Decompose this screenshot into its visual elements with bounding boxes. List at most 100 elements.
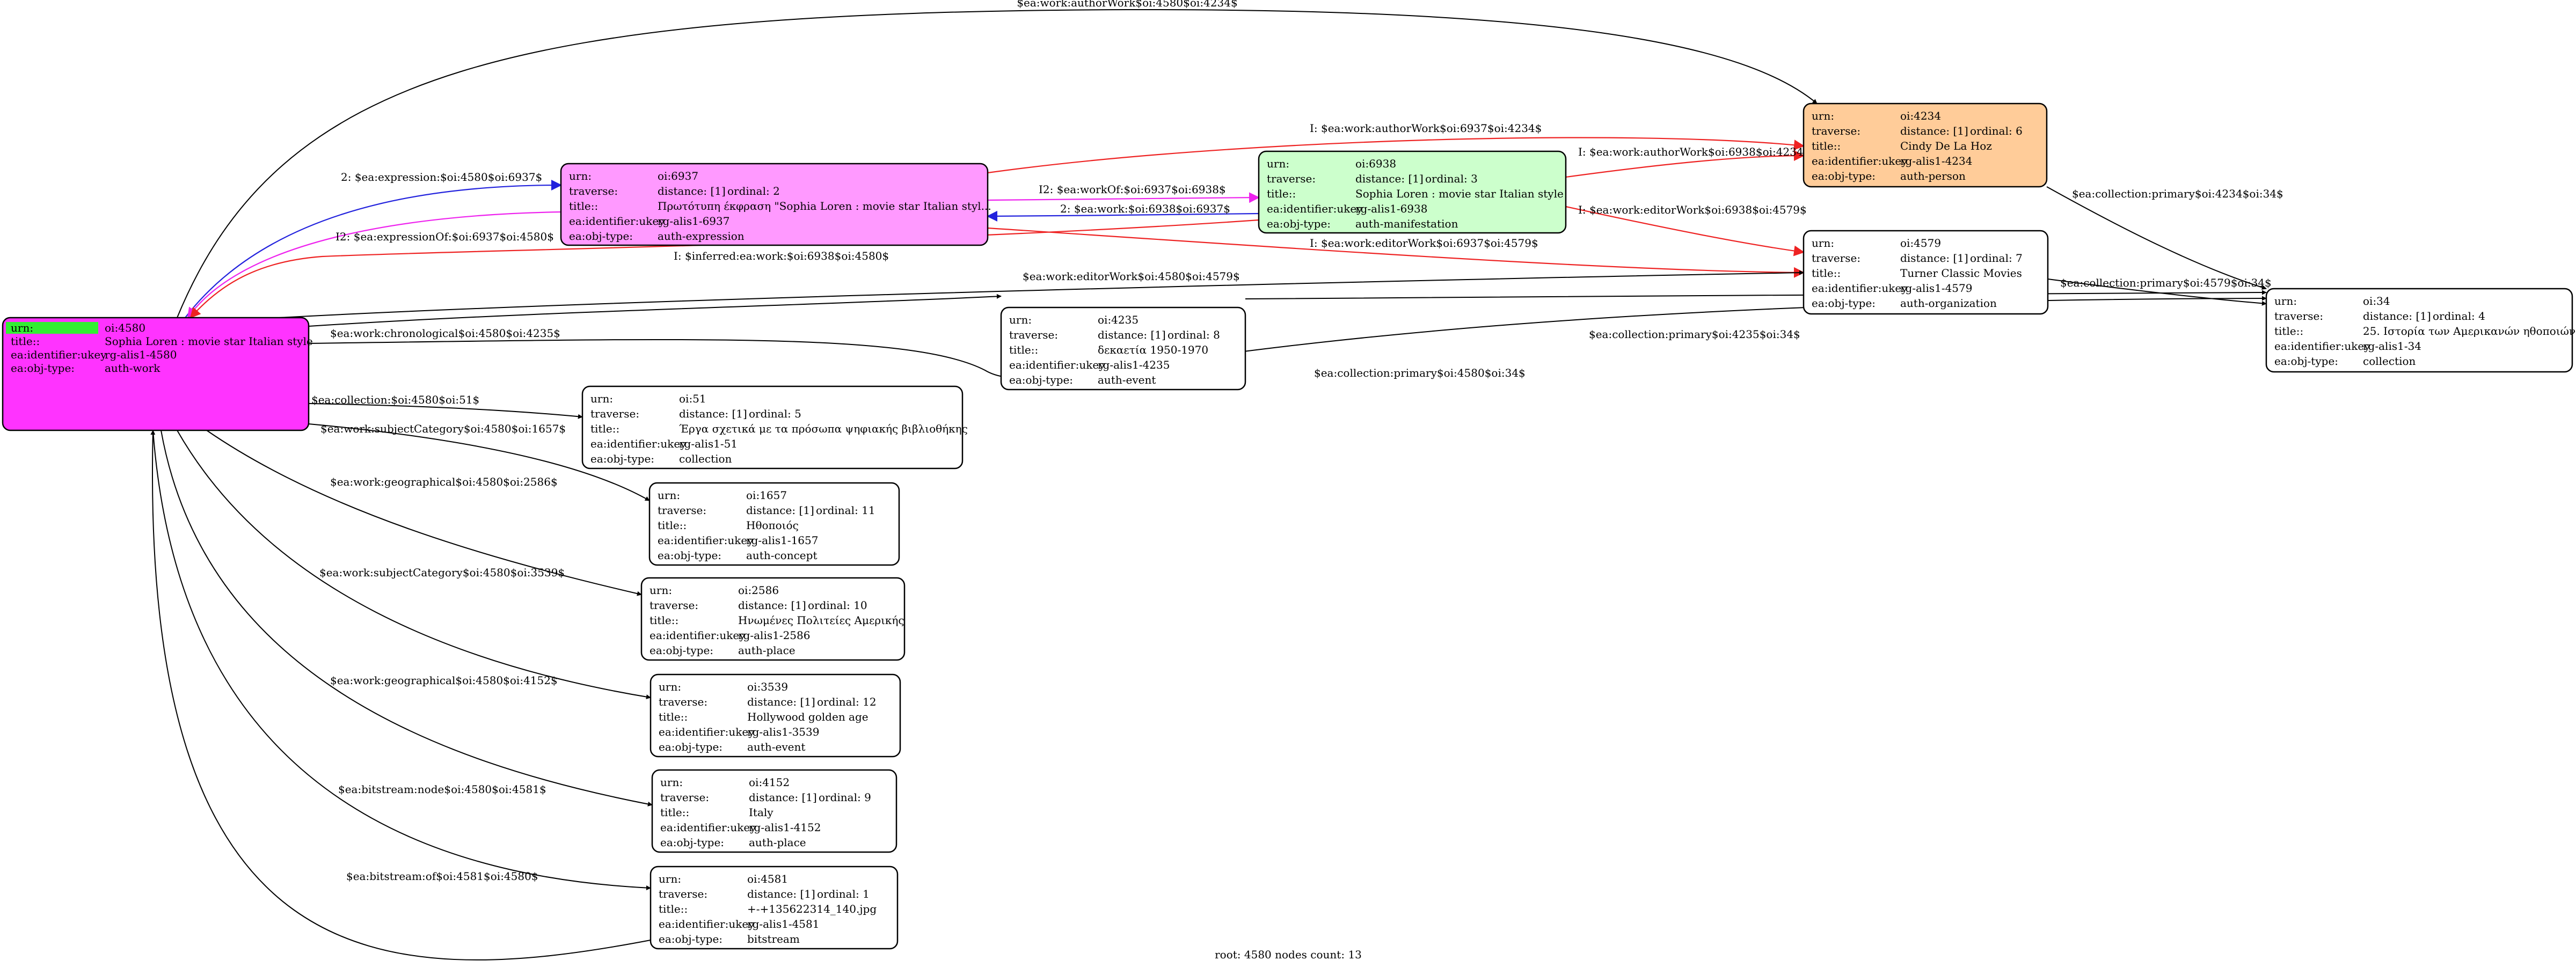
field-key: ea:identifier:ukey: [1009, 358, 1105, 371]
node-box[interactable]: [648, 482, 900, 566]
field-value: oi:4581: [747, 872, 788, 885]
edge-line: [2046, 186, 2267, 290]
node-box[interactable]: [560, 163, 989, 246]
edge-line: [152, 430, 651, 891]
edge-label: I: $ea:work:authorWork$oi:6938$oi:4234$: [1578, 145, 1810, 158]
node-box[interactable]: [2, 317, 310, 431]
field-value: Hollywood golden age: [747, 710, 869, 723]
field-value: rg-alis1-4579: [1900, 282, 1972, 295]
field-key: title::: [590, 422, 619, 435]
field-key: ea:identifier:ukey: [569, 215, 665, 228]
field-ordinal: ordinal: 9: [819, 791, 871, 804]
field-value: bitstream: [747, 933, 800, 945]
field-value: auth-manifestation: [1355, 217, 1458, 230]
field-key: traverse:: [650, 599, 698, 612]
edge-label: 2: $ea:work:$oi:6938$oi:6937$: [1060, 202, 1230, 215]
field-key: urn:: [659, 680, 681, 693]
edge-label: $ea:bitstream:node$oi:4580$oi:4581$: [338, 783, 546, 796]
node-box[interactable]: [650, 866, 899, 950]
field-value: Turner Classic Movies: [1900, 267, 2022, 280]
field-key: ea:identifier:ukey: [660, 821, 756, 834]
field-key: ea:identifier:ukey: [590, 437, 687, 450]
edges-layer: $ea:work:authorWork$oi:4580$oi:4234$2: $…: [150, 0, 2283, 960]
field-value: distance: [1]: [679, 407, 747, 420]
edge: I2: $ea:expressionOf:$oi:6937$oi:4580$: [187, 211, 561, 319]
field-key: urn:: [660, 776, 683, 789]
node-box[interactable]: [650, 673, 901, 758]
edge-line: [279, 270, 1804, 318]
node-box[interactable]: [1000, 306, 1246, 391]
edge: $ea:bitstream:node$oi:4580$oi:4581$: [152, 430, 651, 891]
field-value: oi:6938: [1355, 157, 1396, 170]
field-ordinal: ordinal: 11: [816, 504, 875, 517]
edge-label: $ea:collection:$oi:4580$oi:51$: [311, 393, 479, 406]
field-value: oi:4152: [749, 776, 790, 789]
field-key: urn:: [11, 321, 33, 334]
node-box[interactable]: [1258, 150, 1567, 234]
field-ordinal: ordinal: 6: [1970, 124, 2023, 137]
edge-label: $ea:work:chronological$oi:4580$oi:4235$: [330, 327, 560, 340]
node-box[interactable]: [581, 385, 964, 470]
node-box[interactable]: [1803, 102, 2048, 188]
node-box[interactable]: [2265, 288, 2573, 373]
field-key: title::: [1009, 343, 1038, 356]
edge: $ea:work:subjectCategory$oi:4580$oi:1657…: [308, 422, 650, 501]
field-key: urn:: [1009, 313, 1032, 326]
field-key: ea:obj-type:: [660, 836, 724, 849]
field-key: ea:identifier:ukey: [659, 725, 755, 738]
field-value: Sophia Loren : movie star Italian style: [105, 335, 313, 348]
field-value: Cindy De La Hoz: [1900, 140, 1992, 152]
edge: $ea:work:authorWork$oi:4580$oi:4234$: [177, 0, 1818, 318]
field-value: auth-place: [749, 836, 806, 849]
field-key: ea:obj-type:: [658, 549, 721, 562]
field-value: oi:1657: [746, 489, 787, 502]
field-value: rg-alis1-2586: [738, 629, 810, 642]
field-key: ea:obj-type:: [659, 933, 723, 945]
node-box[interactable]: [1803, 230, 2049, 315]
field-value: rg-alis1-4234: [1900, 155, 1972, 167]
field-key: title::: [11, 335, 40, 348]
edge-line: [308, 403, 583, 419]
edge-label: $ea:work:subjectCategory$oi:4580$oi:3539…: [319, 566, 565, 579]
field-value: oi:4580: [105, 321, 145, 334]
field-key: traverse:: [659, 695, 707, 708]
field-key: title::: [1812, 140, 1841, 152]
field-key: urn:: [650, 584, 672, 597]
field-value: rg-alis1-4581: [747, 918, 819, 930]
field-value: distance: [1]: [1355, 172, 1424, 185]
field-value: oi:2586: [738, 584, 779, 597]
field-value: distance: [1]: [1900, 124, 1968, 137]
field-value: rg-alis1-34: [2363, 340, 2421, 353]
field-key: ea:identifier:ukey: [659, 918, 755, 930]
edge-label: $ea:collection:primary$oi:4580$oi:34$: [1314, 366, 1526, 379]
field-value: rg-alis1-4580: [105, 348, 177, 361]
edge-label: $ea:work:geographical$oi:4580$oi:2586$: [330, 475, 558, 488]
field-value: auth-event: [1098, 373, 1156, 386]
edge-label: I2: $ea:workOf:$oi:6937$oi:6938$: [1039, 183, 1226, 196]
field-value: Ηθοποιός: [746, 519, 799, 532]
field-key: urn:: [590, 392, 613, 405]
node-box[interactable]: [640, 577, 906, 661]
field-value: oi:34: [2363, 295, 2390, 307]
field-value: distance: [1]: [1900, 252, 1968, 265]
edge: I: $ea:work:authorWork$oi:6937$oi:4234$: [987, 122, 1805, 174]
edge-label: 2: $ea:expression:$oi:4580$oi:6937$: [341, 171, 542, 184]
field-value: distance: [1]: [747, 888, 815, 900]
field-key: title::: [1812, 267, 1841, 280]
node-box[interactable]: [651, 769, 897, 853]
edge: $ea:work:subjectCategory$oi:4580$oi:3539…: [177, 430, 651, 700]
